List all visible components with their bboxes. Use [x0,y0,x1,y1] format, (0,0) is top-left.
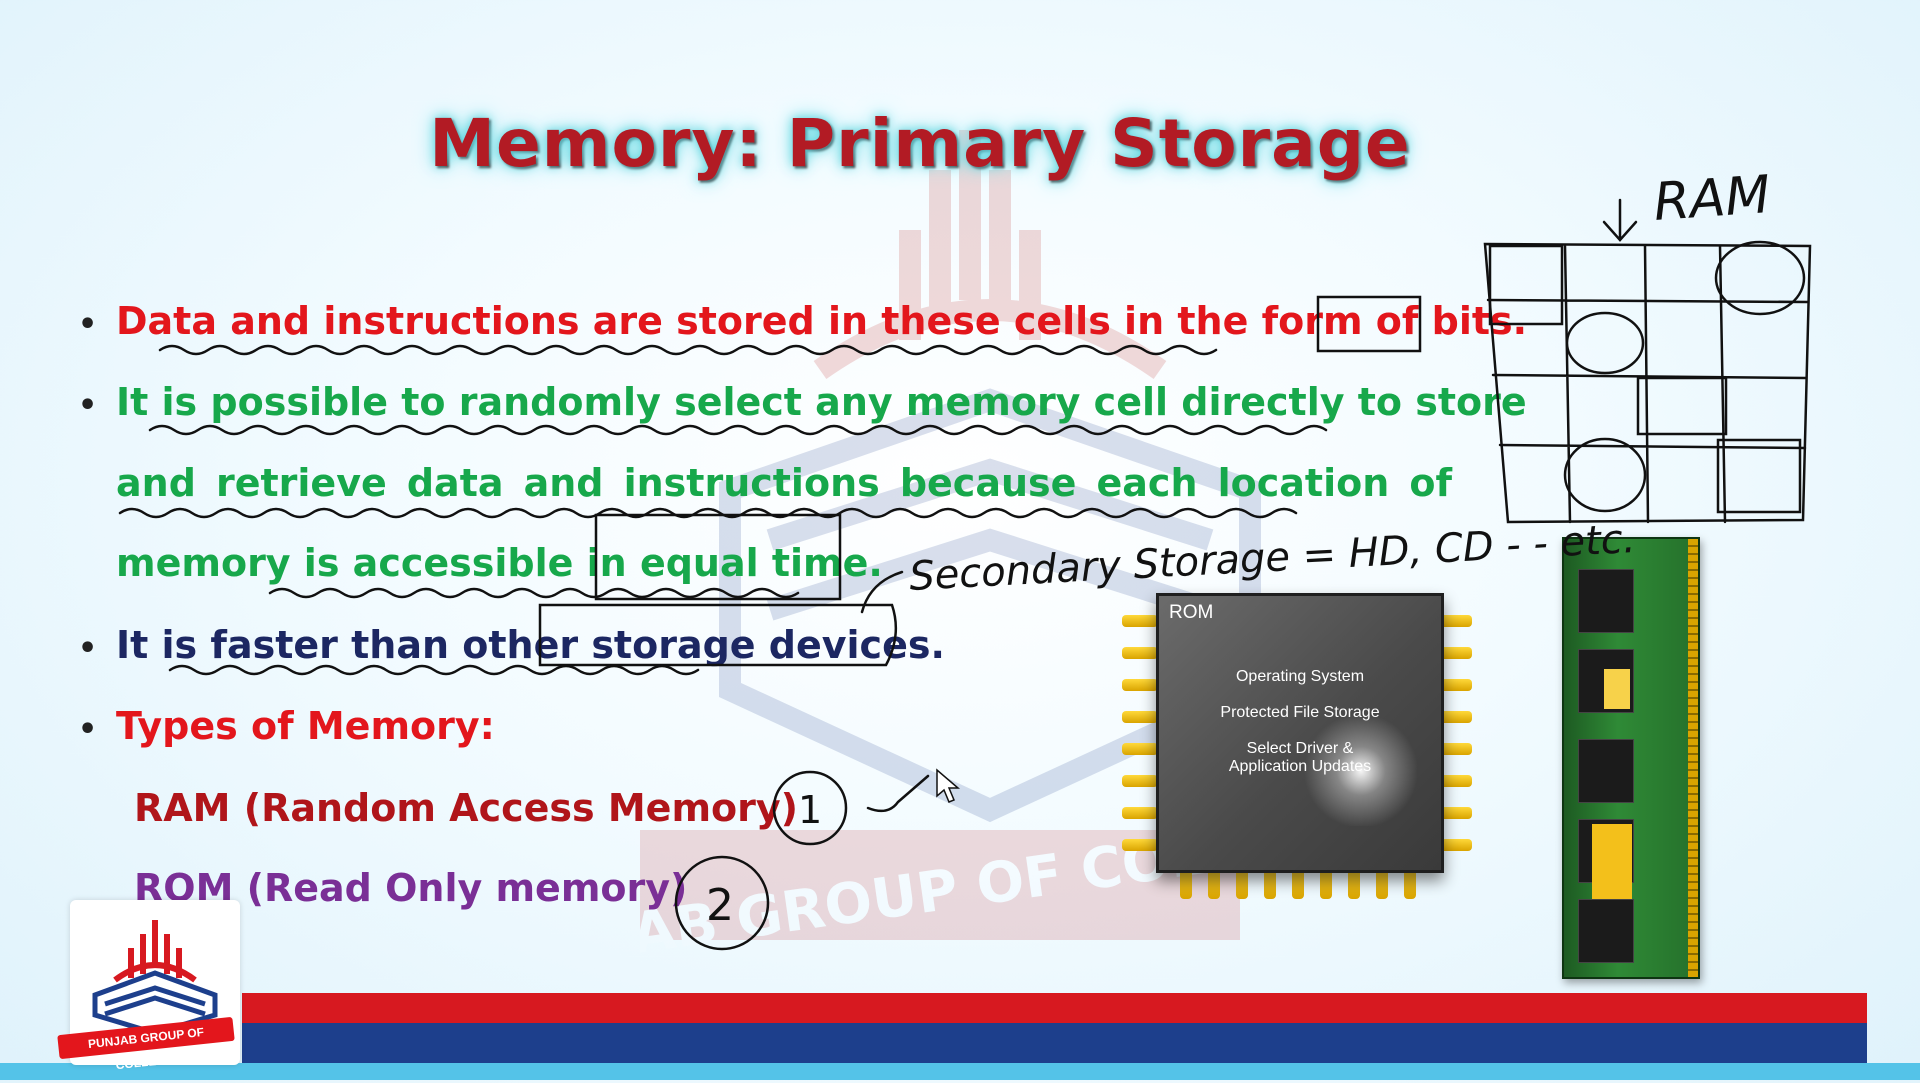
bullet-dot: • [78,712,98,747]
rom-chip-label: ROM [1169,602,1214,623]
footer-band-red [242,993,1867,1023]
bullet-text-random-access-line-3: memory is accessible in equal time. [116,541,883,585]
bullet-item-bits: • Data and instructions are stored in the… [78,281,1527,365]
bullet-text-bits: Data and instructions are stored in thes… [116,299,1528,343]
footer-band-cyan [0,1063,1920,1080]
rom-chip-line-os: Operating System [1235,668,1365,685]
college-logo-emblem-icon [92,920,218,1036]
ram-grid-cell-2 [1636,376,1728,436]
ram-grid-lines [1486,244,1810,524]
rom-chip-image: ROM Operating System Protected File Stor… [1122,585,1472,905]
bullet-text-random-access-line-1: It is possible to randomly select any me… [116,380,1527,424]
rom-chip-body: ROM Operating System Protected File Stor… [1156,593,1444,873]
ram-arrow [1602,198,1638,242]
bullet-item-types: • Types of Memory: [78,686,495,770]
footer-band-navy [242,1023,1867,1063]
bullet-text-types: Types of Memory: [116,704,495,748]
ram-grid-circle-2 [1714,240,1806,316]
memory-type-ram: RAM (Random Access Memory) [134,786,799,830]
bullet-item-random-access: • It is possible to randomly select any m… [78,362,1527,446]
slide-title: Memory: Primary Storage [429,105,1411,182]
bullet-text-faster: It is faster than other storage devices. [116,623,945,667]
ram-grid-cell-3 [1716,438,1802,514]
bullet-dot: • [78,307,98,342]
bullet-dot: • [78,631,98,666]
bullet-text-random-access-line-2: and retrieve data and instructions becau… [116,461,1452,505]
ram-grid-circle-3 [1563,437,1647,513]
bullet-item-faster: • It is faster than other storage devices… [78,605,945,689]
ram-grid-circle-1 [1565,311,1645,375]
ram-module-image [1562,537,1700,979]
bullet-dot: • [78,388,98,423]
ram-grid-outline [1483,242,1812,524]
